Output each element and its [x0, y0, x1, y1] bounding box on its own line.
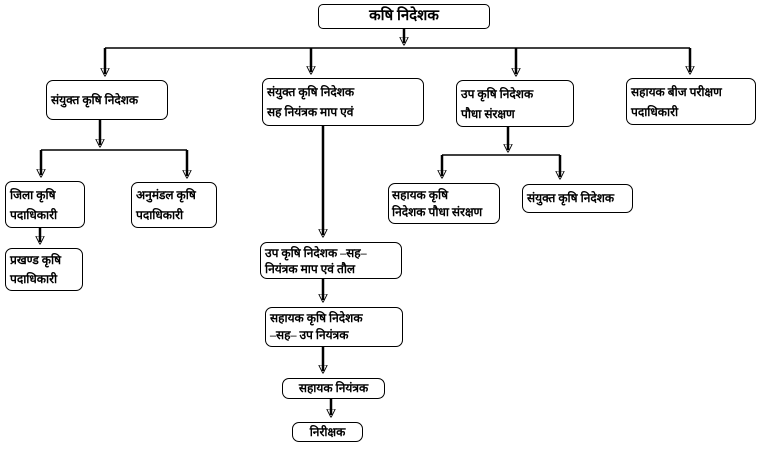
node-assistant-director-plant-protection: सहायक कृषि निदेशक पौधा संरक्षण — [388, 183, 500, 224]
node-deputy-director-weights-label: उप कृषि निदेशक –सह– नियंत्रक माप एवं तौल — [265, 245, 367, 276]
node-joint-director-controller: संयुक्त कृषि निदेशक सह नियंत्रक माप एवं — [262, 78, 424, 126]
node-joint-director-plant-protection: संयुक्त कृषि निदेशक — [522, 184, 633, 213]
node-deputy-director-plant-protection: उप कृषि निदेशक पौधा संरक्षण — [456, 80, 574, 127]
node-assistant-controller: सहायक नियंत्रक — [282, 378, 385, 399]
node-joint-director-plant-protection-label: संयुक्त कृषि निदेशक — [527, 191, 615, 205]
node-seed-testing-officer: सहायक बीज परीक्षण पदाधिकारी — [626, 78, 756, 125]
node-deputy-director-plant-protection-label: उप कृषि निदेशक पौधा संरक्षण — [461, 86, 534, 121]
node-seed-testing-officer-label: सहायक बीज परीक्षण पदाधिकारी — [631, 84, 722, 119]
node-assistant-director-deputy-controller: सहायक कृषि निदेशक –सह– उप नियंत्रक — [265, 307, 403, 347]
node-joint-director-agri-label: संयुक्त कृषि निदेशक — [51, 92, 139, 107]
node-block-agri-officer-label: प्रखण्ड कृषि पदाधिकारी — [10, 252, 62, 286]
node-deputy-director-weights: उप कृषि निदेशक –सह– नियंत्रक माप एवं तौल — [260, 242, 402, 279]
node-inspector: निरीक्षक — [292, 422, 363, 442]
node-assistant-director-deputy-controller-label: सहायक कृषि निदेशक –सह– उप नियंत्रक — [270, 311, 363, 342]
node-inspector-label: निरीक्षक — [309, 424, 346, 439]
node-director: कषि निदेशक — [318, 4, 490, 29]
node-district-agri-officer-label: जिला कृषि पदाधिकारी — [10, 187, 58, 222]
node-subdivision-agri-officer-label: अनुमंडल कृषि पदाधिकारी — [136, 188, 196, 222]
node-director-label: कषि निदेशक — [369, 8, 439, 24]
node-joint-director-agri: संयुक्त कृषि निदेशक — [46, 80, 168, 120]
node-joint-director-controller-label: संयुक्त कृषि निदेशक सह नियंत्रक माप एवं — [267, 85, 355, 119]
node-district-agri-officer: जिला कृषि पदाधिकारी — [5, 181, 85, 228]
node-assistant-controller-label: सहायक नियंत्रक — [298, 381, 369, 395]
node-subdivision-agri-officer: अनुमंडल कृषि पदाधिकारी — [131, 182, 217, 228]
node-assistant-director-plant-protection-label: सहायक कृषि निदेशक पौधा संरक्षण — [392, 187, 483, 219]
node-block-agri-officer: प्रखण्ड कृषि पदाधिकारी — [5, 248, 83, 291]
